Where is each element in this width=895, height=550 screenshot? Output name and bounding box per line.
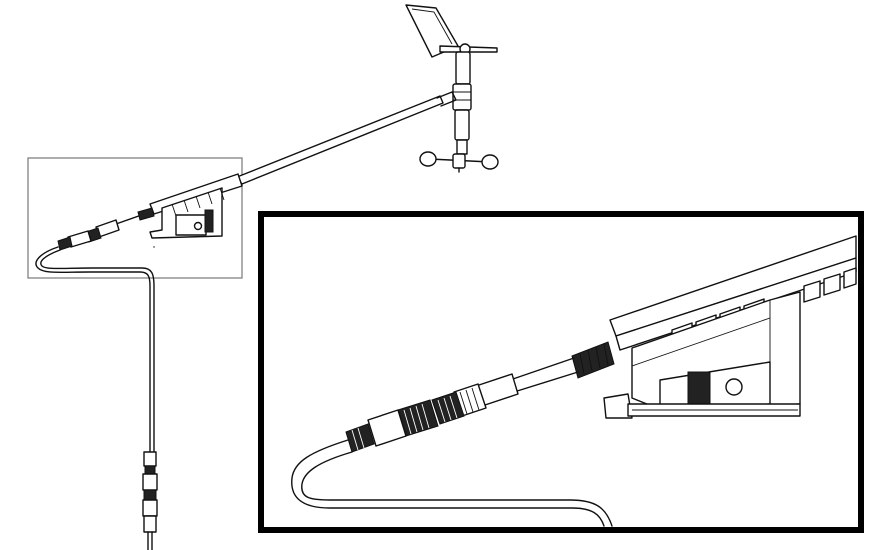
connector-bottom bbox=[142, 451, 158, 550]
connector-small bbox=[57, 207, 155, 251]
overview-detail-box bbox=[27, 157, 243, 279]
wind-sensor bbox=[236, 4, 499, 185]
mounting-bracket-small bbox=[149, 173, 243, 239]
anemometer-cups-icon bbox=[419, 151, 499, 173]
mast-arm bbox=[236, 95, 444, 185]
cable-inset bbox=[291, 439, 605, 527]
cable-long bbox=[35, 246, 151, 456]
inset-detail-view bbox=[291, 235, 857, 527]
